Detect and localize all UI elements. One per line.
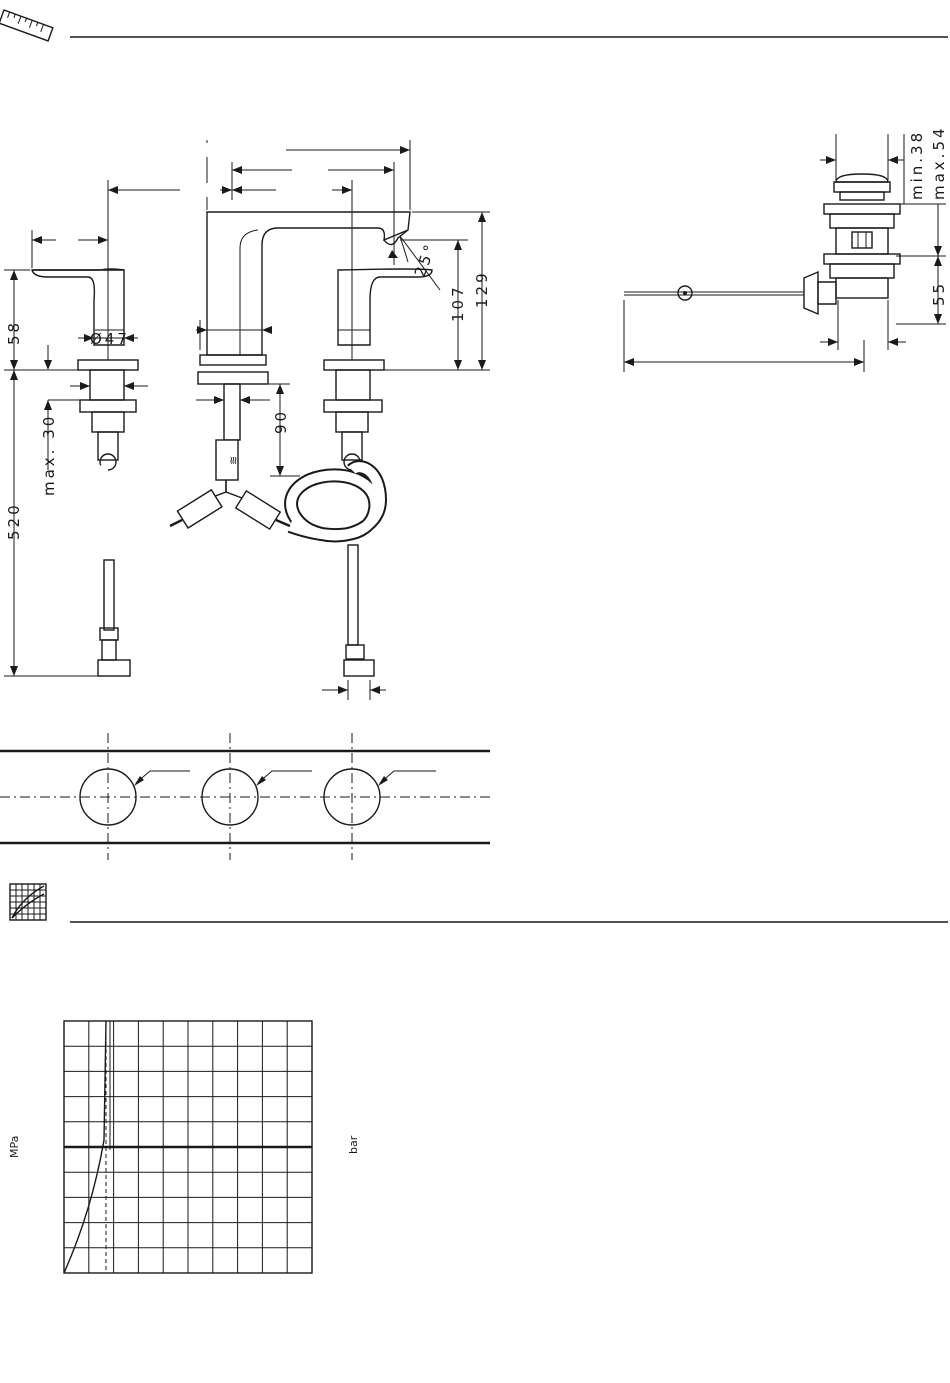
svg-text:≋: ≋ xyxy=(227,456,240,465)
drain-dimensions xyxy=(624,134,946,372)
dim-129: 129 xyxy=(473,270,491,308)
ruler-icon xyxy=(0,10,53,41)
right-hose-loop xyxy=(290,467,380,676)
drain-assembly xyxy=(624,174,900,314)
left-hose-loop xyxy=(57,470,185,676)
faucet-dimensions xyxy=(4,140,490,700)
flow-chart: MPa bar xyxy=(8,1021,360,1273)
drain-dimension-labels: min.38 max.54 55 xyxy=(908,125,948,306)
flow-chart-icon xyxy=(10,884,46,920)
dim-58: 58 xyxy=(5,320,23,345)
dim-107: 107 xyxy=(449,284,467,322)
dim-max30: max. 30 xyxy=(40,414,58,496)
dim-max54: max.54 xyxy=(930,125,948,200)
dim-90: 90 xyxy=(272,409,290,434)
dim-25deg: 25° xyxy=(411,240,440,280)
dim-55: 55 xyxy=(930,281,948,306)
chart-ylabel-right: bar xyxy=(347,1135,360,1154)
dim-520: 520 xyxy=(5,502,23,540)
dim-dia47: Ø47 xyxy=(90,330,130,348)
chart-ylabel-left: MPa xyxy=(8,1136,21,1158)
countertop-plan xyxy=(0,733,490,860)
dim-min38: min.38 xyxy=(908,130,926,200)
